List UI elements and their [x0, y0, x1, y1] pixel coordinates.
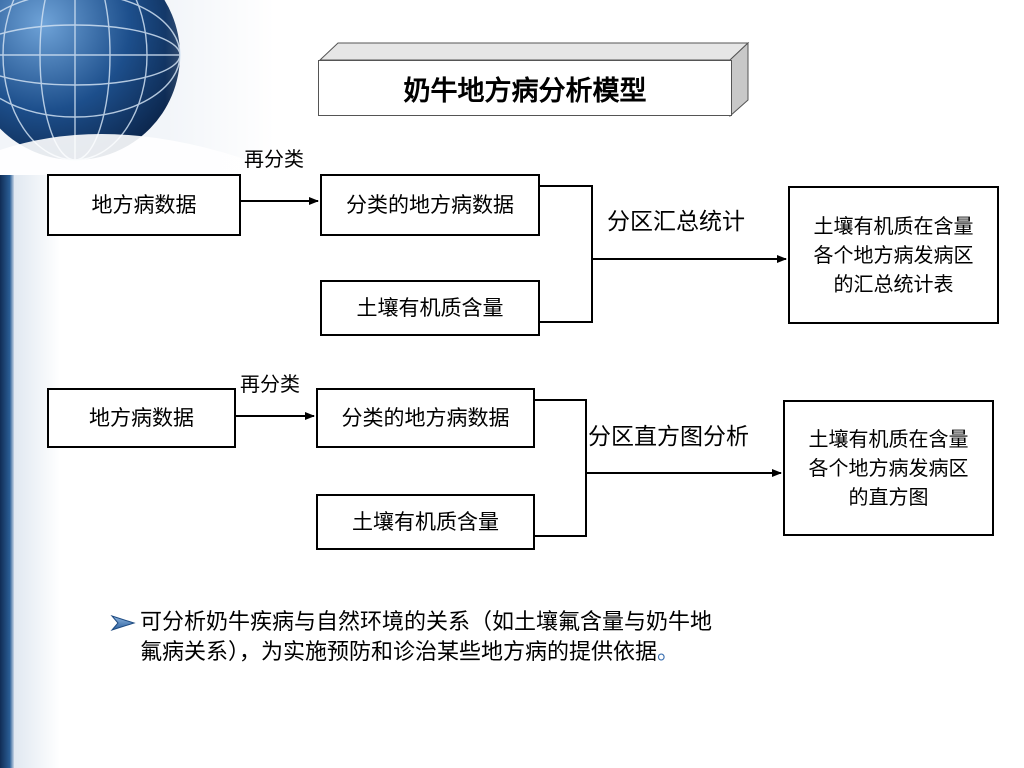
flow-1-result-line: 的汇总统计表: [833, 271, 954, 296]
note-line-2-end: 。: [657, 640, 680, 665]
flow-1-source-box: 地方病数据: [47, 174, 241, 236]
flow-2-source-box: 地方病数据: [47, 388, 236, 448]
note-line-2-text: 氟病关系），为实施预防和诊治某些地方病的提供依据: [140, 640, 658, 665]
flow-2-result-line: 各个地方病发病区: [808, 455, 969, 480]
chevron-right-icon: [110, 614, 136, 632]
flow-1-result-line: 各个地方病发病区: [813, 242, 974, 267]
flow-2-reclassify-label: 再分类: [240, 372, 300, 396]
note-line-2: 氟病关系），为实施预防和诊治某些地方病的提供依据。: [110, 638, 910, 668]
globe-decoration: [0, 0, 275, 175]
flow-1-method-label: 分区汇总统计: [607, 209, 745, 235]
flow-2-result-box: 土壤有机质在含量 各个地方病发病区 的直方图: [783, 400, 994, 536]
flow-2-method-label: 分区直方图分析: [588, 424, 749, 450]
flow-1-merge-bracket: [540, 185, 593, 323]
page-title: 奶牛地方病分析模型: [318, 60, 732, 116]
flow-2-result-line: 的直方图: [848, 484, 929, 509]
conclusion-note: 可分析奶牛疾病与自然环境的关系（如土壤氟含量与奶牛地 氟病关系），为实施预防和诊…: [110, 608, 910, 668]
flow-1-reclassify-label: 再分类: [244, 147, 304, 171]
globe-icon: [0, 0, 275, 175]
flow-2-classified-box: 分类的地方病数据: [316, 388, 535, 448]
flow-1-classified-box: 分类的地方病数据: [320, 174, 540, 236]
left-edge-stripe: [0, 170, 14, 768]
flow-1-result-box: 土壤有机质在含量 各个地方病发病区 的汇总统计表: [788, 186, 999, 324]
flow-1-soil-box: 土壤有机质含量: [320, 280, 540, 336]
flow-1-result-line: 土壤有机质在含量: [813, 213, 974, 238]
flow-2-result-line: 土壤有机质在含量: [808, 426, 969, 451]
flow-2-merge-bracket: [535, 399, 587, 537]
flow-2-soil-box: 土壤有机质含量: [316, 494, 535, 550]
note-line-1: 可分析奶牛疾病与自然环境的关系（如土壤氟含量与奶牛地: [140, 610, 713, 635]
